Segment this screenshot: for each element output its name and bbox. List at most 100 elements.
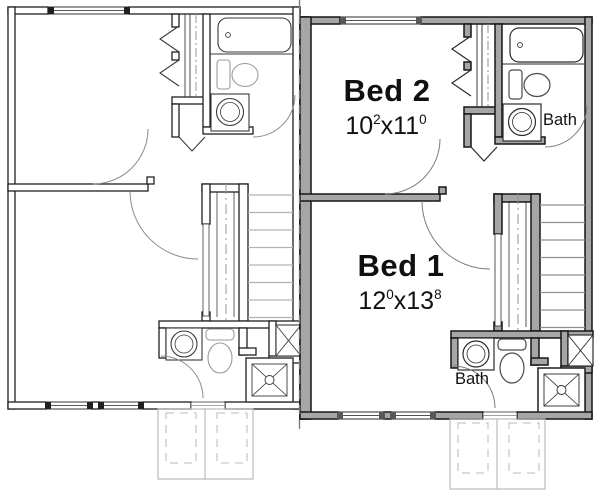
exterior-wall-bottom: [299, 411, 339, 420]
toilet-icon: [497, 338, 527, 351]
sink-icon: [215, 97, 245, 127]
exterior-wall-left: [7, 6, 16, 410]
porch-outline: [449, 418, 546, 490]
sink-icon: [174, 334, 194, 354]
exterior-wall-bottom: [91, 401, 100, 410]
exterior-wall-bottom: [516, 411, 593, 420]
exterior-wall-bottom: [383, 411, 392, 420]
sink-icon: [170, 330, 198, 358]
bed1-dim-part: 8: [434, 287, 442, 302]
bed2-dim-part: x: [381, 112, 394, 140]
toilet-icon: [205, 328, 235, 341]
closet-door-icon: [470, 146, 498, 162]
porch-line: [165, 412, 197, 464]
door-arc-icon: [160, 355, 204, 399]
window-end-tab: [416, 17, 422, 24]
door-arc-icon: [544, 104, 588, 148]
window-end-tab: [337, 412, 343, 419]
toilet-icon: [508, 69, 523, 100]
window-end-tab: [390, 412, 396, 419]
closet-bifold-door-icon: [159, 25, 180, 53]
exterior-wall-bottom: [224, 401, 301, 410]
stair-wall: [493, 193, 503, 235]
sink-vanity-icon: [210, 93, 250, 132]
closet-bifold-door-icon: [450, 69, 472, 97]
door-arc-icon: [252, 94, 296, 138]
sink-icon: [507, 107, 537, 137]
toilet-icon: [207, 342, 233, 374]
closet-wall: [463, 113, 472, 148]
closet-wall: [171, 51, 180, 61]
window-end-tab: [48, 7, 54, 14]
interior-wall-hall: [7, 183, 149, 192]
exterior-wall-bottom: [7, 401, 47, 410]
sink-icon: [466, 344, 486, 364]
window-end-tab: [87, 402, 93, 409]
bed2-dim-part: 10: [345, 112, 373, 140]
shower-drain-icon: [556, 385, 567, 395]
window-end-tab: [45, 402, 51, 409]
bed1-dim-part: 12: [358, 287, 386, 315]
bed2-label: Bed 2: [344, 73, 431, 108]
stair-rail-wall: [530, 193, 541, 332]
stair-wall: [201, 183, 211, 225]
toilet-icon: [216, 59, 231, 90]
sink-vanity-icon: [502, 103, 542, 142]
bath-label: Bath: [455, 370, 489, 388]
window-end-tab: [340, 17, 346, 24]
window-end-tab: [124, 7, 130, 14]
bath-wall: [450, 337, 459, 369]
exterior-wall-bottom: [142, 401, 192, 410]
bed2-dim-part: 11: [393, 112, 419, 140]
door-arc-icon: [129, 190, 199, 260]
closet-wall: [171, 103, 180, 138]
window-end-tab: [379, 412, 385, 419]
door-jamb: [438, 186, 447, 195]
closet-bifold-door-icon: [450, 35, 472, 63]
closet-bifold-door-icon: [159, 59, 180, 87]
party-wall: [299, 16, 312, 420]
window-end-tab: [98, 402, 104, 409]
closet-wall: [463, 23, 472, 38]
door-arc-icon: [452, 365, 496, 409]
interior-wall-hall: [299, 193, 441, 202]
bath-label: Bath: [543, 111, 577, 129]
bed1-dim-part: x: [394, 287, 407, 315]
exterior-wall-bottom: [434, 411, 484, 420]
sink-icon: [512, 112, 532, 132]
toilet-icon: [499, 352, 525, 384]
exterior-wall-top: [128, 6, 301, 15]
bathtub-faucet-icon: [517, 42, 523, 48]
toilet-icon: [523, 72, 551, 98]
bed2-dim-part: 0: [419, 112, 427, 127]
door-arc-icon: [384, 138, 441, 195]
exterior-wall-top: [420, 16, 593, 25]
sink-icon: [462, 340, 490, 368]
window-end-tab: [138, 402, 144, 409]
bathtub-icon: [509, 27, 584, 63]
sink-icon: [220, 102, 240, 122]
bath-wall: [530, 357, 549, 366]
bed1-label: Bed 1: [358, 248, 445, 283]
bed1-dimensions: 120x138: [358, 287, 441, 315]
door-arc-icon: [92, 128, 149, 185]
porch-line: [216, 412, 248, 464]
closet-wall: [463, 61, 472, 71]
window-end-tab: [430, 412, 436, 419]
sink-vanity-icon: [457, 337, 495, 371]
bed1-dim-part: 13: [406, 287, 434, 315]
bath-wall: [202, 13, 211, 128]
toilet-icon: [231, 62, 259, 88]
bath-wall: [494, 23, 503, 138]
stair-rail-wall: [238, 183, 249, 322]
bathtub-faucet-icon: [225, 32, 231, 38]
bed2-dim-part: 2: [373, 112, 381, 127]
linen-closet-x: [275, 324, 302, 357]
sink-vanity-icon: [165, 327, 203, 361]
porch-line: [457, 422, 489, 474]
door-arc-icon: [421, 200, 491, 270]
unit-left: [7, 6, 302, 480]
